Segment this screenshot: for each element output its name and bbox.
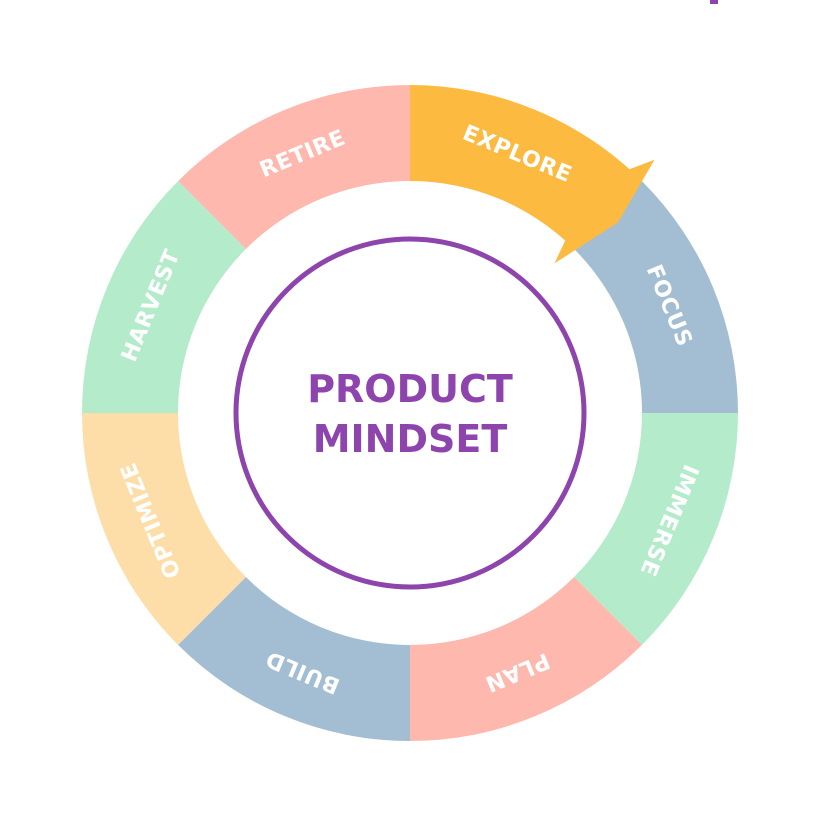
segment-build [178, 577, 410, 741]
arrowhead-icon [554, 159, 655, 264]
center-title-line2: MINDSET [313, 417, 508, 461]
segment-plan [410, 577, 642, 741]
segment-harvest [82, 181, 246, 413]
top-edge-mark [710, 0, 718, 4]
segment-focus [574, 181, 738, 413]
center-circle [233, 236, 587, 590]
segment-explore [410, 85, 642, 249]
center-title-line1: PRODUCT [307, 367, 513, 411]
segment-retire [178, 85, 410, 249]
wheel-segments [82, 85, 738, 741]
segment-immerse [574, 413, 738, 645]
explore-arrowhead [554, 159, 655, 264]
segment-optimize [82, 413, 246, 645]
